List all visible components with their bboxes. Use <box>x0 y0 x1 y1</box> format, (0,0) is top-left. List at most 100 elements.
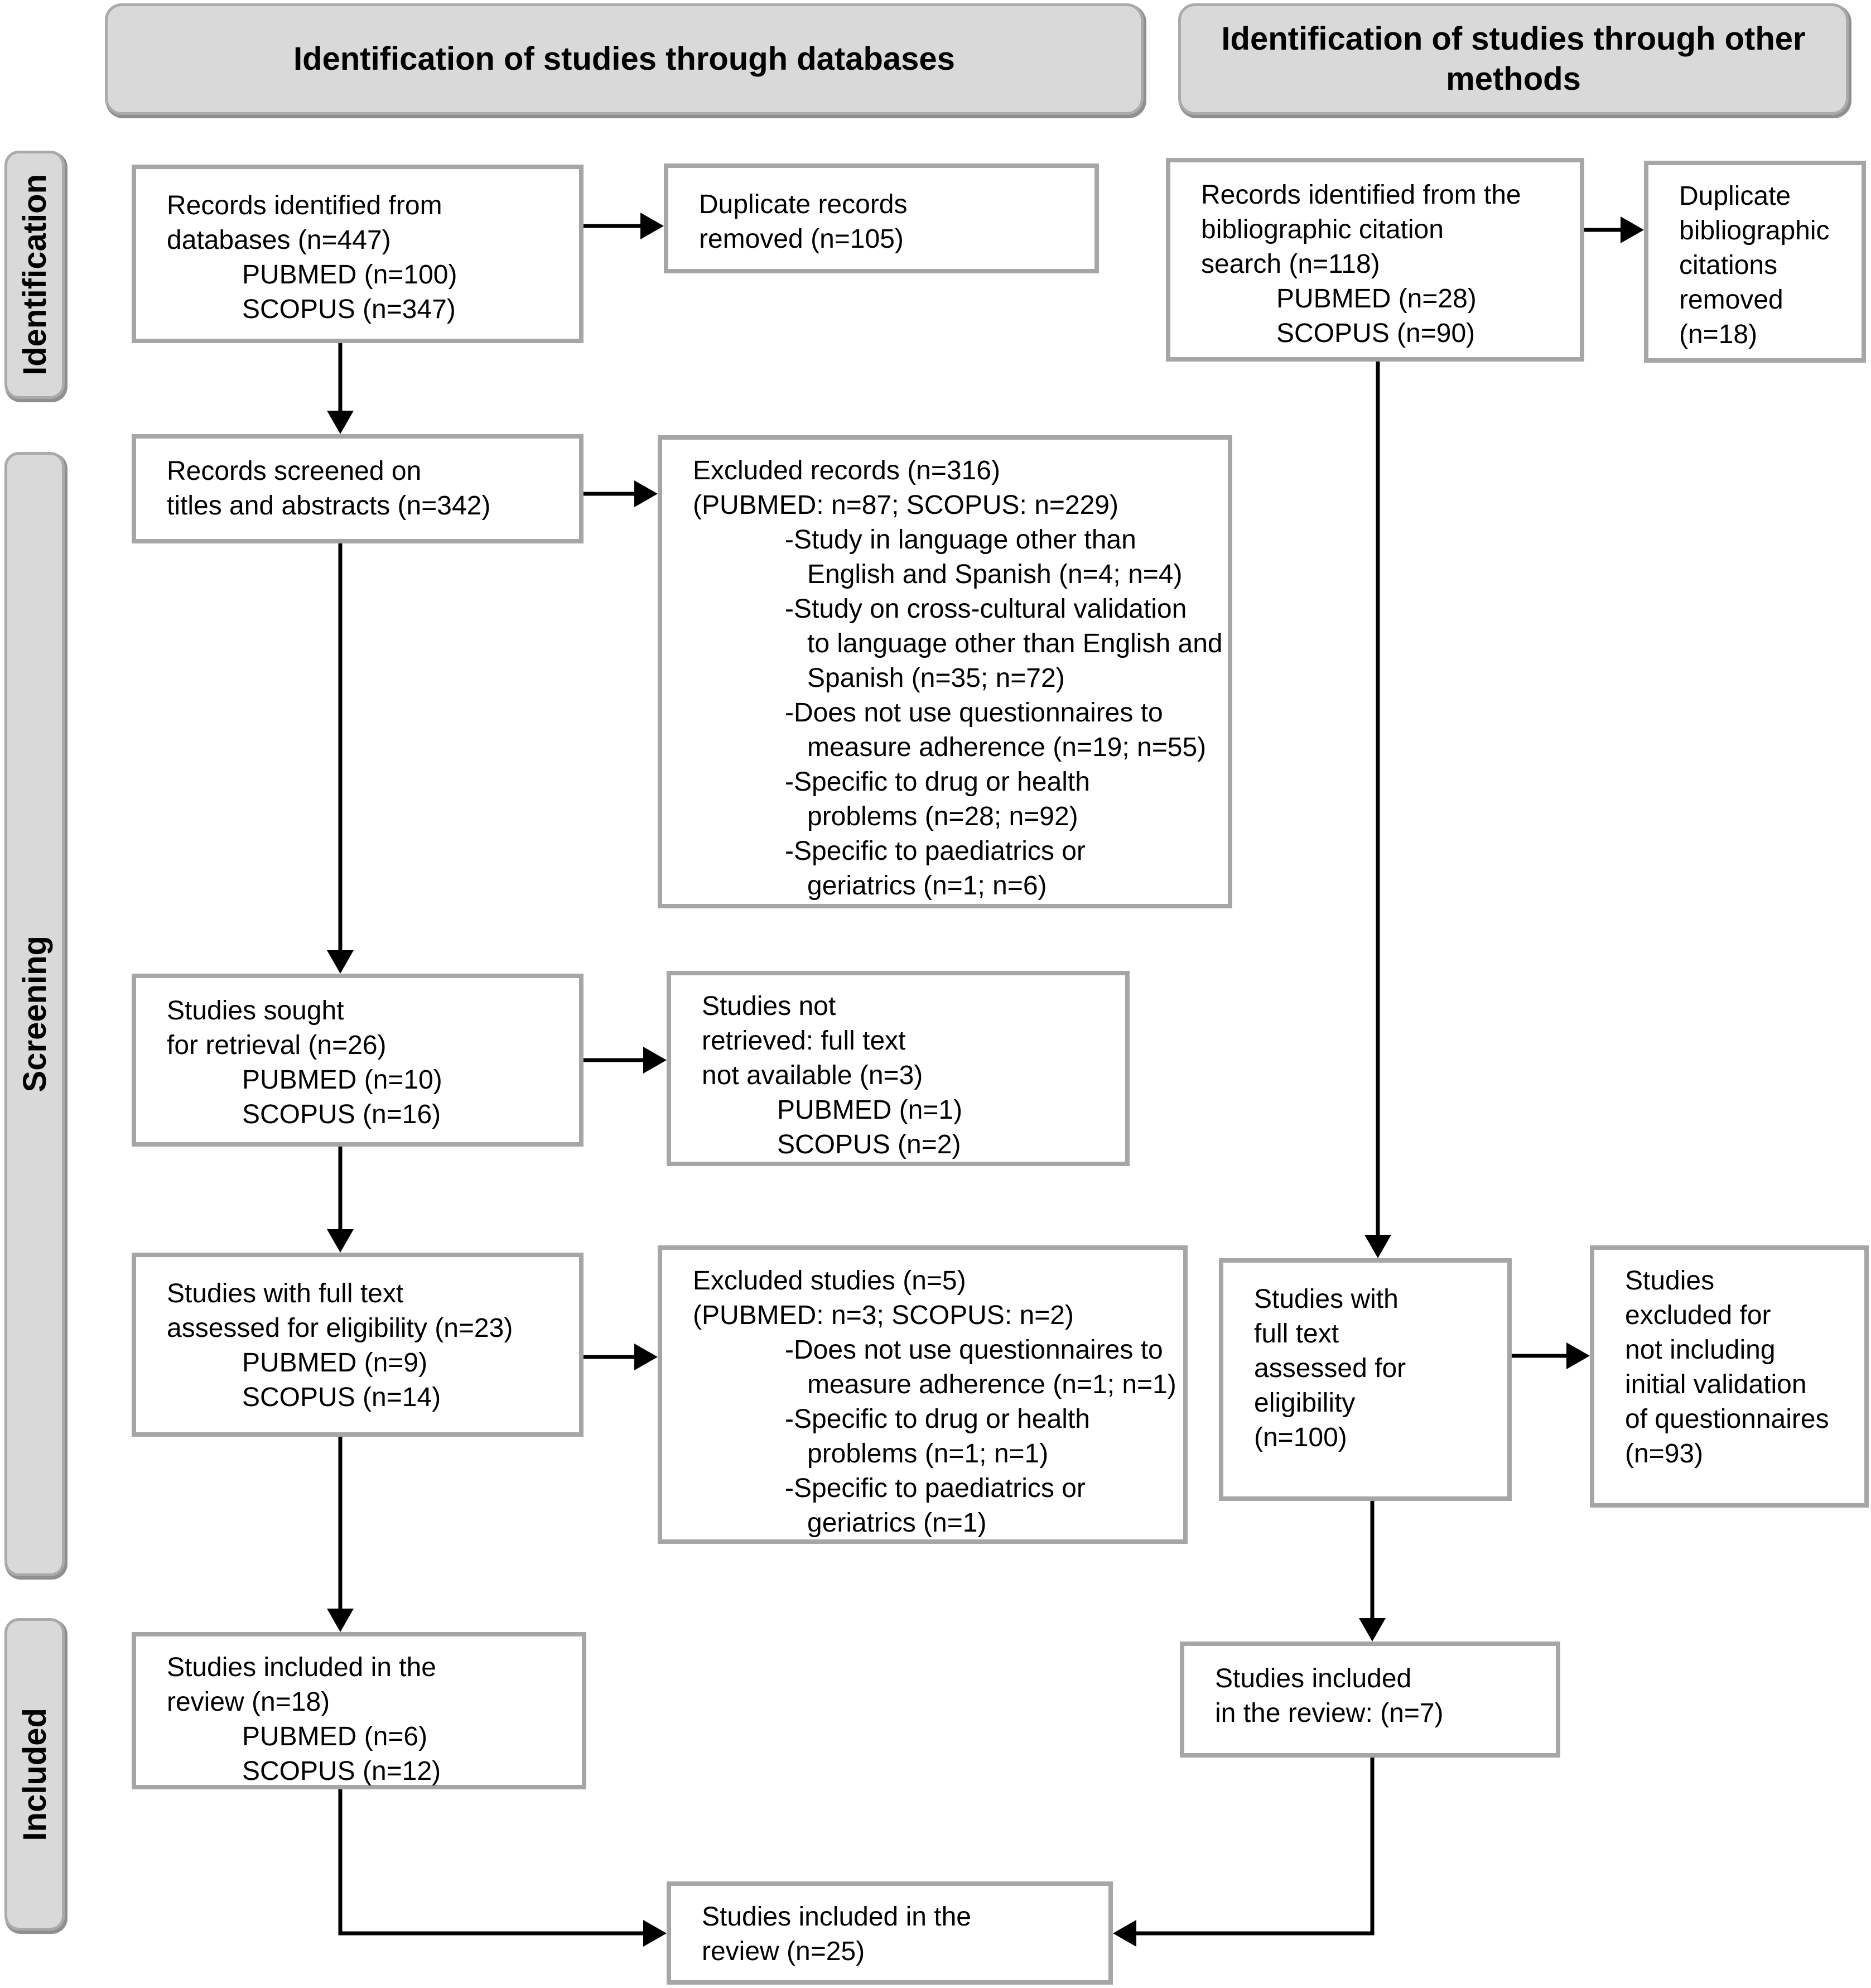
text-line: -Specific to paediatrics or <box>785 836 1086 866</box>
arrow-databases-to-screened <box>327 343 354 434</box>
text-line: -Study in language other than <box>785 525 1136 555</box>
arrow-sought-to-fulltext <box>327 1147 354 1253</box>
text-line: eligibility <box>1254 1388 1356 1418</box>
text-line: Studies included in the <box>702 1902 971 1932</box>
text-line: Excluded records (n=316) <box>693 456 1000 485</box>
text-line: removed <box>1679 285 1783 315</box>
text-line: Excluded studies (n=5) <box>693 1266 966 1296</box>
text-line: titles and abstracts (n=342) <box>167 491 491 521</box>
header-other-methods-label: Identification of studies through other … <box>1221 20 1806 98</box>
text-line: removed (n=105) <box>699 224 904 254</box>
text-line: SCOPUS (n=2) <box>777 1130 961 1159</box>
text-line: geriatrics (n=1; n=6) <box>807 871 1047 901</box>
arrow-bibliographic-to-duplicates <box>1584 216 1644 243</box>
text-line: review (n=18) <box>167 1687 330 1717</box>
text-line: measure adherence (n=1; n=1) <box>807 1370 1176 1399</box>
text-line: PUBMED (n=1) <box>777 1095 963 1125</box>
text-line: Studies with full text <box>167 1279 404 1308</box>
text-line: assessed for <box>1254 1354 1406 1383</box>
text-line: -Specific to drug or health <box>785 767 1090 797</box>
arrow-databases-to-duplicates <box>584 213 664 239</box>
text-line: -Specific to paediatrics or <box>785 1474 1086 1503</box>
text-line: full text <box>1254 1319 1339 1349</box>
text-line: Duplicate records <box>699 190 908 219</box>
text-line: PUBMED (n=9) <box>242 1348 428 1378</box>
text-line: Records identified from the <box>1201 180 1521 210</box>
text-line: -Does not use questionnaires to <box>785 1335 1163 1365</box>
arrow-fulltext-other-to-excluded-validation <box>1512 1342 1590 1369</box>
box-records-screened: Records screened on titles and abstracts … <box>132 434 584 543</box>
box-duplicate-records-removed: Duplicate records removed (n=105) <box>664 163 1099 273</box>
box-included-review-databases: Studies included in the review (n=18) PUBM… <box>132 1632 586 1789</box>
text-line: in the review: (n=7) <box>1215 1698 1444 1728</box>
text-line: geriatrics (n=1) <box>807 1508 987 1538</box>
text-line: of questionnaires <box>1625 1404 1829 1434</box>
text-line: for retrieval (n=26) <box>167 1031 387 1060</box>
box-excluded-studies: Excluded studies (n=5) (PUBMED: n=3; SCOP… <box>658 1245 1188 1544</box>
text-line: not including <box>1625 1335 1776 1365</box>
text-line: Duplicate <box>1679 181 1791 211</box>
text-line: review (n=25) <box>702 1937 865 1966</box>
text-line: -Does not use questionnaires to <box>785 698 1163 728</box>
text-line: problems (n=28; n=92) <box>807 802 1078 831</box>
text-line: Records screened on <box>167 456 422 486</box>
text-line: retrieved: full text <box>702 1026 906 1056</box>
phase-included: Included <box>4 1618 65 1931</box>
text-line: not available (n=3) <box>702 1061 923 1090</box>
arrow-included-db-to-total <box>338 1789 667 1947</box>
header-databases: Identification of studies through databa… <box>105 3 1144 115</box>
arrow-fulltext-other-to-included-other <box>1359 1501 1386 1642</box>
box-fulltext-assessed-other: Studies with full text assessed for eligibi… <box>1219 1258 1512 1501</box>
text-line: initial validation <box>1625 1370 1807 1399</box>
text-line: (PUBMED: n=87; SCOPUS: n=229) <box>693 490 1118 520</box>
text-line: problems (n=1; n=1) <box>807 1439 1049 1469</box>
arrow-screened-to-sought <box>327 543 354 974</box>
arrow-screened-to-excluded-records <box>584 480 658 507</box>
text-line: assessed for eligibility (n=23) <box>167 1313 513 1343</box>
arrow-fulltext-to-excluded-studies <box>584 1344 658 1370</box>
text-line: SCOPUS (n=14) <box>242 1383 441 1412</box>
text-line: English and Spanish (n=4; n=4) <box>807 560 1183 589</box>
text-line: SCOPUS (n=347) <box>242 295 456 324</box>
box-records-identified-databases: Records identified from databases (n=447)… <box>132 165 584 343</box>
text-line: databases (n=447) <box>167 225 391 255</box>
text-line: bibliographic citation <box>1201 215 1444 244</box>
text-line: PUBMED (n=28) <box>1276 284 1477 314</box>
box-included-review-total: Studies included in the review (n=25) <box>667 1881 1113 1985</box>
text-line: to language other than English and <box>807 629 1223 658</box>
text-line: Studies included in the <box>167 1653 436 1682</box>
text-line: bibliographic <box>1679 216 1830 246</box>
text-line: search (n=118) <box>1201 249 1380 279</box>
text-line: Spanish (n=35; n=72) <box>807 663 1065 693</box>
text-line: PUBMED (n=10) <box>242 1065 442 1095</box>
text-line: SCOPUS (n=90) <box>1276 319 1475 348</box>
box-fulltext-assessed-databases: Studies with full text assessed for eligi… <box>132 1253 584 1437</box>
header-other-methods: Identification of studies through other … <box>1178 3 1849 115</box>
text-line: (PUBMED: n=3; SCOPUS: n=2) <box>693 1301 1074 1330</box>
arrow-fulltext-to-included-db <box>327 1437 354 1632</box>
phase-identification: Identification <box>4 151 65 399</box>
text-line: -Specific to drug or health <box>785 1404 1090 1434</box>
text-line: Studies <box>1625 1266 1715 1296</box>
box-duplicate-citations-removed: Duplicate bibliographic citations removed (n… <box>1644 161 1866 363</box>
text-line: excluded for <box>1625 1301 1771 1330</box>
text-line: Records identified from <box>167 191 442 220</box>
text-line: SCOPUS (n=16) <box>242 1100 441 1129</box>
text-line: Studies sought <box>167 996 344 1026</box>
text-line: SCOPUS (n=12) <box>242 1756 441 1786</box>
text-line: PUBMED (n=6) <box>242 1722 428 1751</box>
text-line: Studies with <box>1254 1284 1399 1314</box>
box-records-identified-bibliographic: Records identified from the bibliographic… <box>1166 158 1584 362</box>
text-line: (n=100) <box>1254 1423 1347 1452</box>
box-studies-sought-retrieval: Studies sought for retrieval (n=26) PUBMED… <box>132 974 584 1147</box>
text-line: (n=18) <box>1679 320 1758 349</box>
phase-screening: Screening <box>4 452 65 1576</box>
box-excluded-no-initial-validation: Studies excluded for not including initial … <box>1590 1245 1869 1508</box>
text-line: citations <box>1679 251 1778 280</box>
text-line: -Study on cross-cultural validation <box>785 594 1187 624</box>
arrow-included-other-to-total <box>1113 1758 1375 1947</box>
text-line: measure adherence (n=19; n=55) <box>807 733 1207 762</box>
